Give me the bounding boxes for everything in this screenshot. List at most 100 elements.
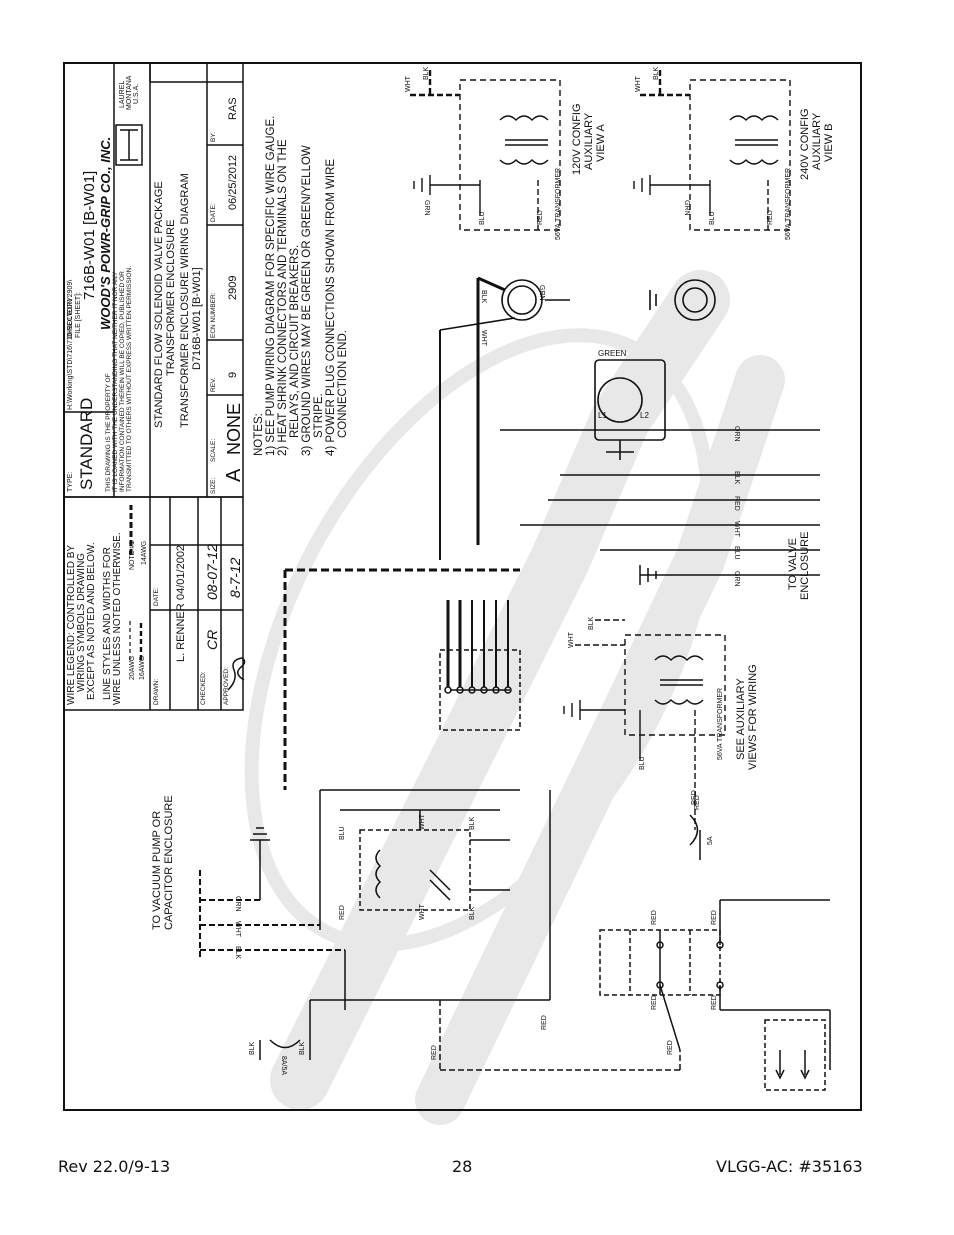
- desc-line-1: STANDARD FLOW SOLENOID VALVE PACKAGE: [153, 181, 165, 428]
- company-name: WOOD'S POWR-GRIP CO., INC.: [98, 137, 113, 330]
- drawn-date-value: 04/01/2002: [175, 545, 187, 600]
- ecn-value: 2909: [227, 276, 239, 300]
- pump-breaker-blk-b: BLK: [299, 1041, 306, 1055]
- power-plug-b: [649, 279, 716, 321]
- contactor-red-b: RED: [711, 910, 718, 925]
- approval-signature: [227, 657, 246, 691]
- aux-a-grn: GRN: [423, 200, 430, 216]
- main-transformer: [563, 619, 726, 830]
- breaker-5a-rating: 5A: [707, 836, 714, 845]
- legend-line-samples: [129, 505, 143, 660]
- aux-b-wht: WHT: [635, 75, 642, 92]
- relay-section: [319, 789, 520, 930]
- aux-a-title-2: AUXILIARY: [583, 112, 595, 170]
- note-4a: 4) POWER PLUG CONNECTIONS SHOWN FROM WIR…: [325, 159, 337, 456]
- type-value: STANDARD: [77, 398, 96, 490]
- aux-a-title-1: 120V CONFIG: [571, 103, 583, 175]
- date-value: 06/25/2012: [227, 155, 239, 210]
- footer-revision: Rev 22.0/9-13: [58, 1157, 171, 1176]
- legend-awg14: 14AWG: [141, 541, 148, 565]
- valve-wires: [500, 429, 820, 585]
- footer-page-number: 28: [452, 1157, 473, 1176]
- aux-a-transformer: 56VA TRANSFORMER: [555, 168, 562, 240]
- pump-cable: [283, 568, 520, 790]
- legend-note1: NOTE #1: [129, 541, 136, 570]
- checked-date-value: 08-07-12: [204, 544, 220, 600]
- drawn-value: L. RENNER: [175, 603, 187, 662]
- type-label: TYPE:: [67, 472, 74, 492]
- note-4b: CONNECTION END.: [337, 330, 349, 438]
- contactor-red-c: RED: [651, 995, 658, 1010]
- output-terminals: [764, 1019, 826, 1091]
- company-logo-icon: [115, 124, 143, 166]
- plug-wht: WHT: [480, 330, 487, 347]
- relay-wht-top: WHT: [419, 813, 426, 830]
- see-aux-2: VIEWS FOR WIRING: [747, 664, 759, 770]
- breaker-l1: L1: [598, 411, 607, 420]
- to-vacuum-1: TO VACUUM PUMP OR: [151, 811, 163, 930]
- legend-line-5: WIRE UNLESS NOTED OTHERWISE.: [112, 532, 123, 705]
- terminal-strip: [439, 600, 521, 731]
- desc-line-4: D716B-W01 [B-W01]: [191, 267, 203, 370]
- aux-b-title-3: VIEW B: [823, 123, 835, 162]
- left-loop-red-b: RED: [541, 1015, 548, 1030]
- contactor-block: [599, 814, 831, 1070]
- valve-wire-red: RED: [733, 496, 740, 511]
- wire-legend-block: [63, 496, 244, 711]
- aux-b-red: RED: [767, 210, 774, 225]
- size-value: A: [223, 468, 245, 482]
- aux-b-transformer: 56VA TRANSFORMER: [785, 168, 792, 240]
- size-label: SIZE:: [210, 478, 217, 494]
- notes-block: NOTES: 1) SEE PUMP WIRING DIAGRAM FOR SP…: [253, 116, 349, 456]
- valve-wire-orn: ORN: [733, 426, 740, 442]
- contactor-red-e: RED: [667, 1040, 674, 1055]
- aux-a-red: RED: [537, 210, 544, 225]
- breaker-green-label: GREEN: [598, 349, 627, 358]
- to-valve-1: TO VALVE: [787, 538, 799, 590]
- vacuum-pump-wires: [199, 870, 345, 960]
- prop-line-1: THIS DRAWING IS THE PROPERTY OF: [105, 373, 112, 492]
- company-state: MONTANA: [126, 75, 133, 110]
- notes-heading: NOTES:: [253, 413, 265, 456]
- main-xfmr-label: 56VA TRANSFORMER: [717, 688, 724, 760]
- contactor-red-a: RED: [651, 910, 658, 925]
- circuit-breaker-green: [594, 359, 666, 460]
- drawn-date-label: DATE:: [153, 587, 160, 606]
- see-aux-1: SEE AUXILIARY: [735, 678, 747, 760]
- relay-blu: BLU: [339, 826, 346, 840]
- directory-label: DIRECTORY:: [67, 295, 74, 338]
- legend-line-3: EXCEPT AS NOTED AND BELOW.: [86, 542, 97, 700]
- note-2a: 2) HEAT SHRINK CONNECTORS AND TERMINALS …: [277, 139, 289, 456]
- legend-awg20: 20AWG: [129, 656, 136, 680]
- legend-line-4: LINE STYLES AND WIDTHS FOR: [102, 547, 113, 700]
- vac-blk: BLK: [234, 946, 241, 960]
- breaker-l2: L2: [640, 411, 649, 420]
- scale-label: SCALE:: [210, 439, 217, 462]
- footer-doc-ref: VLGG-AC: #35163: [716, 1157, 863, 1176]
- legend-awg16: 16AWG: [139, 656, 146, 680]
- aux-a-blk: BLK: [423, 66, 430, 80]
- drawn-label: DRAWN:: [153, 679, 160, 705]
- file-path: H:\Working\STD\716\716-SOL\ECN 2909\: [67, 280, 74, 410]
- pump-breaker-rating: 8A/5A: [280, 1056, 287, 1075]
- approved-label: APPROVED:: [223, 667, 230, 705]
- company-city: LAUREL: [119, 81, 126, 108]
- title-block: [64, 63, 244, 498]
- to-vacuum-2: CAPACITOR ENCLOSURE: [163, 795, 175, 930]
- note-2b: RELAYS, AND CIRCUIT BREAKERS.: [289, 245, 301, 438]
- relay-wht-bot: WHT: [419, 903, 426, 920]
- rev-value: 9: [227, 372, 239, 378]
- left-red-loop: [439, 1000, 681, 1071]
- valve-wire-blu: BLU: [733, 546, 740, 560]
- file-label: FILE [SHEET]:: [75, 292, 82, 338]
- main-xfmr-blk: BLK: [588, 616, 595, 630]
- plug-blk: BLK: [480, 290, 487, 304]
- left-loop-red-a: RED: [431, 1045, 438, 1060]
- checked-label: CHECKED:: [200, 671, 207, 705]
- ground-symbol: [250, 827, 270, 900]
- pump-breaker: [259, 790, 551, 1060]
- aux-b-title-1: 240V CONFIG: [799, 108, 811, 180]
- note-1: 1) SEE PUMP WIRING DIAGRAM FOR SPECIFIC …: [265, 116, 277, 456]
- desc-line-2: TRANSFORMER ENCLOSURE: [165, 220, 177, 376]
